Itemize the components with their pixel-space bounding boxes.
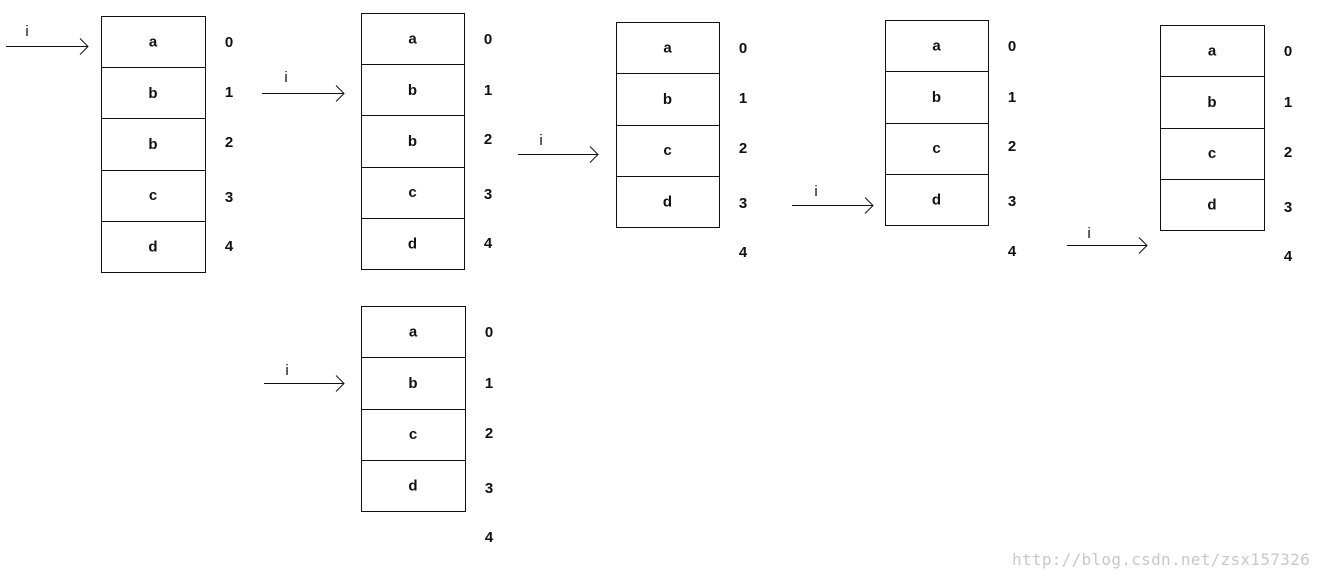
cell-label: b [932,89,941,106]
cell-label: c [1208,145,1216,162]
cell-label: b [148,85,157,102]
cell-label: d [663,193,672,210]
index-label: 4 [739,244,748,261]
cell-label: c [663,142,671,159]
index-label: 1 [484,82,492,99]
cell-label: d [148,238,157,255]
cell-label: a [408,31,417,48]
cell-label: b [663,91,672,108]
index-label: 4 [485,529,494,546]
cell-label: c [409,426,417,443]
index-label: 3 [485,480,493,497]
array-diagram-1: a b b c d 0 1 2 3 4 i [6,16,234,273]
index-label: 1 [225,84,233,101]
cell-label: d [408,235,417,252]
index-label: 0 [225,34,233,51]
index-label: 2 [1284,144,1292,161]
pointer-arrow-head [335,85,345,102]
pointer-arrow-head [589,146,599,163]
cell-label: d [1207,196,1216,213]
index-label: 3 [484,186,492,203]
cell-label: d [408,477,417,494]
pointer-arrow-head [1138,237,1148,254]
cell-label: c [932,140,940,157]
index-label: 2 [485,425,493,442]
pointer-label: i [1087,225,1090,242]
cell-label: d [932,191,941,208]
cell-label: c [149,187,157,204]
array-diagram-3: a b c d 0 1 2 3 4 i [518,22,748,261]
pointer-label: i [285,362,288,379]
watermark-text: http://blog.csdn.net/zsx157326 [1012,550,1310,569]
cell-label: a [409,324,418,341]
array-box [361,13,465,270]
array-diagram-2: a b b c d 0 1 2 3 4 i [262,13,493,270]
index-label: 3 [1284,199,1292,216]
array-box [101,16,206,273]
index-label: 2 [484,131,492,148]
index-label: 4 [484,235,493,252]
cell-label: b [1207,94,1216,111]
index-label: 3 [225,189,233,206]
index-label: 3 [1008,193,1016,210]
index-label: 1 [1008,89,1016,106]
cell-label: a [932,38,941,55]
index-label: 4 [225,238,234,255]
pointer-arrow-head [335,375,345,392]
index-label: 2 [1008,138,1016,155]
array-diagram-6: a b c d 0 1 2 3 4 i [264,306,494,546]
index-label: 0 [484,31,492,48]
index-label: 3 [739,195,747,212]
cell-label: b [408,375,417,392]
cell-label: b [408,82,417,99]
array-diagram-4: a b c d 0 1 2 3 4 i [792,20,1017,260]
cell-label: a [663,40,672,57]
pointer-arrow-head [864,197,874,214]
index-label: 2 [739,140,747,157]
pointer-label: i [284,69,287,86]
cell-label: a [149,34,158,51]
array-diagram-5: a b c d 0 1 2 3 4 i [1067,25,1293,265]
cell-label: c [408,184,416,201]
cell-label: b [408,133,417,150]
pointer-label: i [25,23,28,40]
index-label: 0 [739,40,747,57]
index-label: 4 [1008,243,1017,260]
index-label: 1 [485,375,493,392]
index-label: 4 [1284,248,1293,265]
index-label: 1 [1284,94,1292,111]
pointer-arrow-head [79,38,89,55]
index-label: 0 [1008,38,1016,55]
cell-label: a [1208,43,1217,60]
index-label: 1 [739,90,747,107]
index-label: 0 [1284,43,1292,60]
index-label: 0 [485,324,493,341]
cell-label: b [148,136,157,153]
pointer-label: i [814,183,817,200]
index-label: 2 [225,134,233,151]
pointer-label: i [539,132,542,149]
